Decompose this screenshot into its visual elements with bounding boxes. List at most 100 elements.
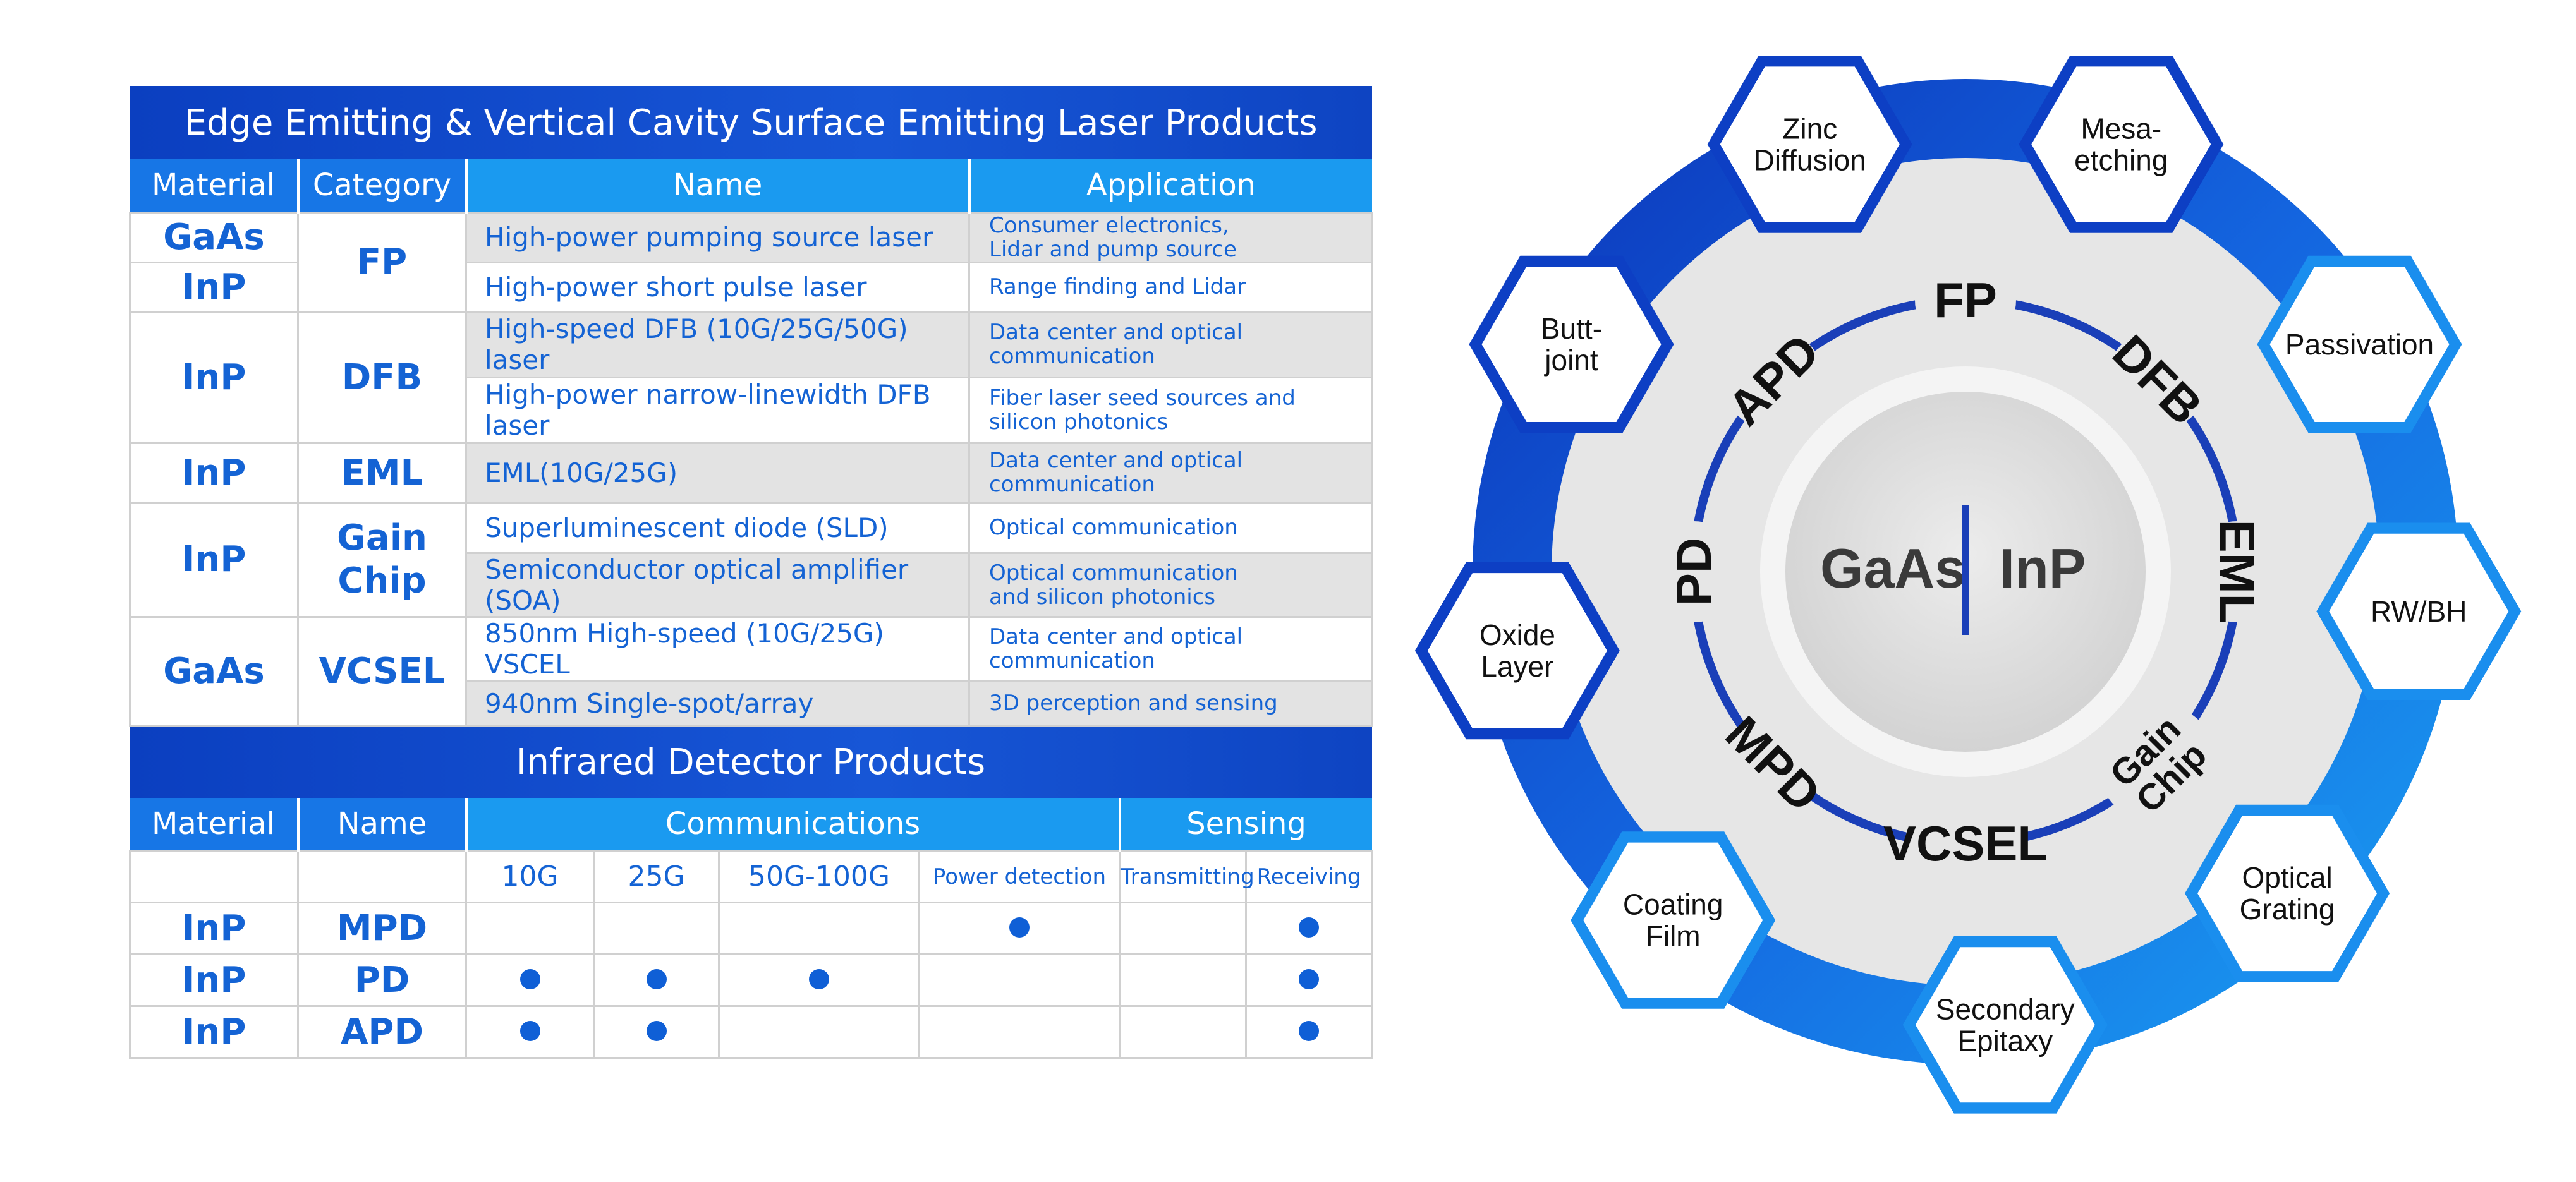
material-cell: InP	[129, 902, 299, 955]
subheader-50g-100g: 50G-100G	[718, 850, 920, 903]
mark-cell	[1119, 1005, 1247, 1059]
subheader-10g: 10G	[465, 850, 595, 903]
category-line: Gain	[337, 517, 427, 558]
product-name: PD	[297, 953, 467, 1007]
mark-cell	[918, 953, 1121, 1007]
header-sensing: Sensing	[1119, 797, 1372, 851]
category-line: Chip	[337, 560, 427, 601]
header-application: Application	[969, 159, 1372, 212]
mark-cell	[718, 902, 920, 955]
laser-table: Edge Emitting & Vertical Cavity Surface …	[129, 86, 1373, 727]
subheader-blank	[129, 850, 299, 903]
material-cell: InP	[129, 501, 299, 618]
subheader-power-detection: Power detection	[918, 850, 1121, 903]
mark-cell	[1119, 953, 1247, 1007]
availability-dot	[1299, 1020, 1320, 1041]
subheader-blank	[297, 850, 467, 903]
mark-cell	[593, 902, 720, 955]
ring-label-gap	[1915, 250, 2016, 351]
product-name: MPD	[297, 902, 467, 955]
process-label: RW/BH	[2371, 595, 2467, 628]
hexagon-fill	[2329, 533, 2509, 689]
material-cell: GaAs	[129, 615, 299, 727]
hexagon-fill	[1720, 66, 1900, 222]
mark-cell	[1244, 953, 1373, 1007]
product-name: 940nm Single-spot/array	[465, 679, 970, 727]
availability-dot	[1009, 917, 1030, 938]
subheader-25g: 25G	[593, 850, 720, 903]
ring-label-gap	[2187, 521, 2288, 622]
application-line: Data center and optical	[989, 624, 1243, 649]
product-name: APD	[297, 1005, 467, 1059]
ring-label: VCSEL	[1883, 816, 2048, 871]
mark-cell	[918, 902, 1121, 955]
hexagon-fill	[1481, 267, 1662, 422]
product-name: High-power short pulse laser	[465, 261, 970, 313]
ring-label-gap	[2098, 704, 2218, 824]
process-label: Mesa-etching	[2074, 112, 2168, 176]
product-name: High-speed DFB (10G/25G/50G) laser	[465, 310, 970, 378]
application-line: Fiber laser seed sources and	[989, 385, 1296, 411]
hexagon-fill	[2269, 267, 2450, 422]
product-name: High-power narrow-linewidth DFB laser	[465, 376, 970, 444]
detector-table: Infrared Detector Products Material Name…	[129, 727, 1373, 1059]
hexagon-fill	[2197, 816, 2378, 972]
category-cell: EML	[297, 442, 467, 504]
material-cell: InP	[129, 1005, 299, 1059]
application-line: Consumer electronics,	[989, 212, 1229, 238]
header-category: Category	[298, 159, 468, 212]
mark-cell	[718, 953, 920, 1007]
ring-label-gap	[2107, 329, 2209, 430]
process-hexagon: Butt-joint	[1469, 255, 1674, 433]
subheader-receiving: Receiving	[1244, 850, 1373, 903]
ring-label: PD	[1666, 538, 1722, 606]
mark-cell	[1244, 1005, 1373, 1059]
ring-label-gap	[1905, 783, 2026, 903]
application-cell: 3D perception and sensing	[968, 679, 1373, 727]
application-cell: Optical communication	[968, 501, 1373, 554]
application-line: Optical communication	[989, 560, 1238, 586]
mark-cell	[1119, 902, 1247, 955]
application-line: Data center and optical	[989, 320, 1243, 345]
application-line: communication	[989, 344, 1155, 369]
material-cell: InP	[129, 442, 299, 504]
header-name: Name	[298, 797, 468, 851]
material-cell: GaAs	[129, 211, 299, 263]
application-line: communication	[989, 648, 1155, 673]
process-hexagon: Mesa-etching	[2019, 56, 2224, 233]
header-communications: Communications	[466, 797, 1121, 851]
availability-dot	[1299, 917, 1320, 938]
availability-dot	[1299, 968, 1320, 989]
material-cell: InP	[129, 310, 299, 444]
header-material: Material	[130, 159, 300, 212]
category-cell: FP	[297, 211, 467, 313]
application-line: Range finding and Lidar	[989, 274, 1246, 299]
hexagon-fill	[1427, 573, 1607, 728]
application-line: communication	[989, 472, 1155, 497]
product-name: Semiconductor optical amplifier (SOA)	[465, 552, 970, 618]
header-material: Material	[130, 797, 300, 851]
hexagon-fill	[1583, 842, 1763, 998]
application-line: Optical communication	[989, 515, 1238, 540]
material-cell: InP	[129, 953, 299, 1007]
application-line: silicon photonics	[989, 409, 1169, 435]
mark-cell	[593, 953, 720, 1007]
process-label: Passivation	[2285, 328, 2434, 361]
category-cell: DFB	[297, 310, 467, 444]
